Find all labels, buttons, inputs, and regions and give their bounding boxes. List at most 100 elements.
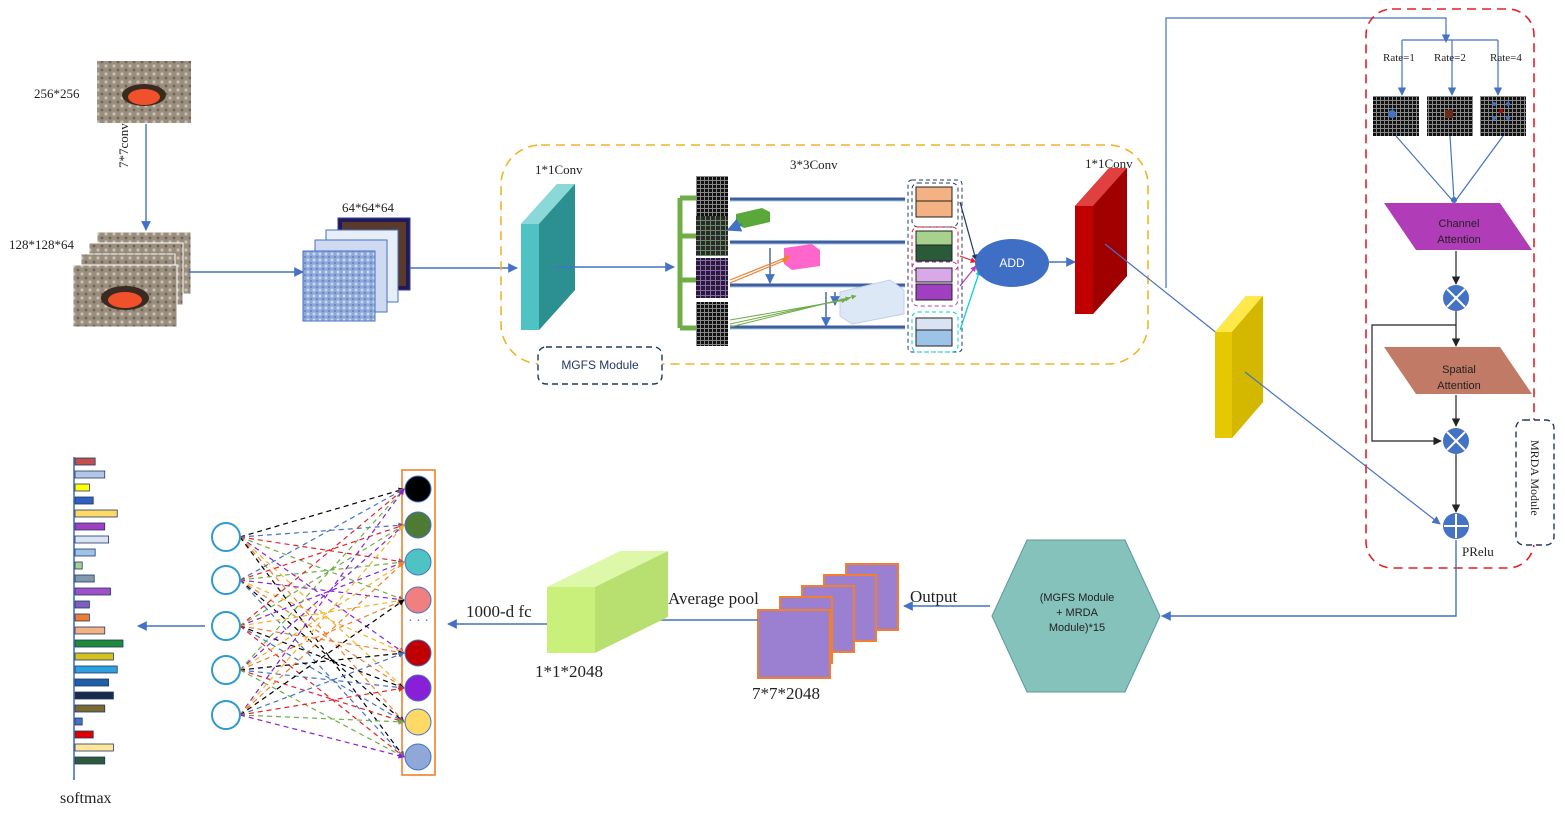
- orange-branch-arrows: [729, 255, 791, 284]
- conv1-right-block: [1075, 168, 1127, 314]
- softmax-bar: [74, 574, 95, 583]
- softmax-bar: [74, 639, 124, 648]
- green-branch-arrows: [729, 294, 857, 328]
- conv3-label: 3*3Conv: [790, 157, 838, 172]
- fm-128-label: 128*128*64: [9, 237, 74, 252]
- fc-connection: [239, 488, 405, 716]
- dilation-grids: [1373, 96, 1526, 136]
- softmax-bar: [74, 600, 90, 609]
- pink-branch-box: [784, 244, 820, 270]
- arrow-to-yellow: [1104, 243, 1229, 343]
- fc-connection: [239, 522, 405, 538]
- mrda-label-box: [1515, 419, 1555, 546]
- output-node: [404, 475, 432, 503]
- fc-connection: [239, 599, 405, 671]
- fc-connection: [239, 597, 405, 627]
- average-pool-label: Average pool: [668, 589, 759, 608]
- hexagon-label-2: + MRDA: [1056, 607, 1098, 619]
- fc-connection: [239, 524, 405, 716]
- output-node: [404, 639, 432, 667]
- fc-connection: [239, 625, 405, 758]
- repeat-hexagon: [991, 539, 1161, 693]
- green-branch-box: [736, 208, 770, 228]
- channel-attention-label-1: Channel: [1438, 218, 1480, 230]
- output-nodes: [404, 475, 432, 771]
- softmax-bar: [74, 509, 118, 518]
- softmax-bar: [74, 691, 114, 700]
- output-node-column: [401, 469, 436, 776]
- softmax-bar: [74, 470, 106, 479]
- group-cubes: [696, 176, 728, 346]
- input-nodes: [211, 522, 241, 730]
- input-size-label: 256*256: [34, 86, 80, 101]
- fc-connection: [239, 536, 405, 723]
- output-node: [404, 586, 432, 614]
- input-node: [211, 611, 241, 641]
- softmax-bar: [74, 704, 106, 713]
- arrow-yellow-to-prelu: [1244, 371, 1441, 525]
- output-node: [404, 548, 432, 576]
- conv1-right-label: 1*1Conv: [1085, 156, 1133, 171]
- fc-connection: [239, 714, 405, 725]
- mrda-module-border: [1365, 8, 1535, 569]
- multiply-node-2: [1443, 428, 1469, 454]
- fc-connection: [239, 669, 405, 724]
- fc-connection: [239, 714, 405, 759]
- group-outputs: [907, 179, 963, 353]
- fc-connection: [239, 579, 405, 723]
- softmax-bar: [74, 743, 114, 752]
- softmax-bar: [74, 483, 90, 492]
- arrow-to-hexagon: [1161, 540, 1457, 621]
- fc-connection: [239, 559, 405, 581]
- fc-connection: [239, 579, 405, 689]
- fc-label: 1000-d fc: [466, 602, 532, 621]
- spatial-attention-block: [1384, 347, 1532, 394]
- fc-connection: [239, 488, 405, 581]
- fc-connection: [239, 536, 405, 758]
- mgfs-module-border: [500, 144, 1149, 365]
- rate4-label: Rate=4: [1490, 52, 1522, 64]
- fc-connections: [239, 487, 405, 759]
- softmax-bar: [74, 626, 106, 635]
- fc-connection: [239, 536, 405, 565]
- softmax-bar: [74, 678, 109, 687]
- fc-connection: [239, 579, 405, 603]
- softmax-bar: [74, 561, 83, 570]
- split-bracket: [677, 195, 696, 331]
- output-label: Output: [910, 587, 958, 606]
- skip-connection-line: [1165, 17, 1451, 288]
- softmax-bar: [74, 652, 114, 661]
- mgfs-module-label: MGFS Module: [561, 358, 639, 372]
- fc-connection: [239, 536, 405, 654]
- input-node: [211, 522, 241, 552]
- add-node: [975, 239, 1049, 287]
- softmax-label: softmax: [60, 790, 112, 807]
- input-node: [211, 655, 241, 685]
- softmax-bar: [74, 717, 83, 726]
- plus-node: [1443, 513, 1469, 539]
- output-node: [404, 743, 432, 771]
- fm-1-label: 1*1*2048: [535, 662, 603, 681]
- ellipsis-dots: · · ·: [408, 614, 429, 629]
- fc-connection: [239, 669, 405, 758]
- fc-connection: [239, 524, 405, 671]
- merge-arrows: [959, 201, 982, 331]
- fc-connection: [239, 650, 405, 671]
- input-node: [211, 565, 241, 595]
- hexagon-label-3: Module)*15: [1048, 622, 1106, 634]
- spatial-attention-label-1: Spatial: [1442, 364, 1476, 376]
- fc-connection: [239, 579, 405, 654]
- fm-64-label: 64*64*64: [342, 200, 394, 215]
- fc-connection: [239, 561, 405, 671]
- feature-map-128-stack: [72, 231, 192, 328]
- conv1-left-block: [521, 184, 575, 330]
- fc-connection: [239, 652, 405, 716]
- green-branch-arrow: [726, 218, 743, 232]
- softmax-bar: [74, 613, 90, 622]
- output-node: [404, 674, 432, 702]
- fc-connection: [239, 561, 405, 716]
- input-node: [211, 700, 241, 730]
- fm-7-label: 7*7*2048: [752, 684, 820, 703]
- fc-connection: [239, 524, 405, 627]
